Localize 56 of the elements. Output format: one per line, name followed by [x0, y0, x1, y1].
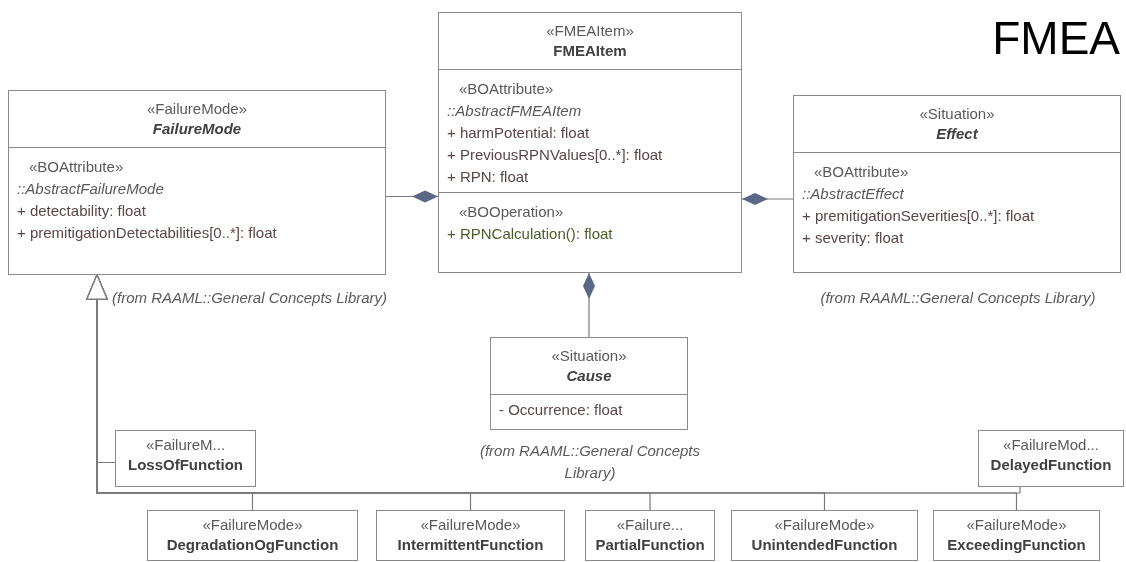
attribute-text: + premitigationSeverities[0..*]: float	[802, 206, 1036, 226]
stereotype-text: «FailureMode»	[965, 515, 1068, 535]
composition-connector	[385, 190, 439, 203]
stereotype-text: «Situation»	[550, 346, 628, 366]
section-stereotype: «BOOperation»	[458, 202, 565, 222]
stereotype-text: «FMEAItem»	[545, 21, 635, 41]
section-stereotype: «BOAttribute»	[28, 157, 125, 177]
class-box	[115, 430, 256, 487]
section-stereotype: «BOAttribute»	[813, 162, 910, 182]
class-box	[147, 510, 358, 561]
abstract-type: ::AbstractFMEAItem	[447, 101, 583, 121]
class-name: Effect	[935, 124, 980, 144]
class-box	[490, 337, 688, 430]
package-note: (from RAAML::General Concepts Library)	[478, 441, 702, 483]
class-name: UnintendedFunction	[750, 535, 899, 555]
stereotype-text: «FailureMode»	[419, 515, 522, 535]
stereotype-text: «FailureMode»	[773, 515, 876, 535]
attribute-text: + harmPotential: float	[447, 123, 591, 143]
class-name: DegradationOgFunction	[165, 535, 340, 555]
stereotype-text: «FailureMode»	[145, 99, 249, 119]
class-name: Cause	[565, 366, 613, 386]
class-name: FMEAItem	[552, 41, 628, 61]
attribute-text: + premitigationDetectabilities[0..*]: float	[17, 223, 278, 243]
class-box	[731, 510, 918, 561]
package-note: (from RAAML::General Concepts Library)	[112, 288, 389, 308]
attribute-text: - Occurrence: float	[499, 400, 624, 420]
composition-connector	[583, 272, 595, 338]
stereotype-text: «Failure...	[615, 515, 685, 535]
class-name: ExceedingFunction	[946, 535, 1087, 555]
class-box	[793, 95, 1121, 273]
operation-text: + RPNCalculation(): float	[447, 224, 614, 244]
class-box	[8, 90, 386, 275]
composition-connector	[741, 193, 794, 205]
class-name: FailureMode	[151, 119, 243, 139]
class-box	[585, 510, 715, 561]
title: FMEA	[992, 11, 1120, 66]
section-stereotype: «BOAttribute»	[458, 79, 555, 99]
attribute-text: + RPN: float	[447, 167, 530, 187]
class-box	[933, 510, 1100, 561]
attribute-text: + severity: float	[802, 228, 905, 248]
class-name: LossOfFunction	[127, 455, 244, 475]
stereotype-text: «Situation»	[918, 104, 996, 124]
class-box	[438, 12, 742, 273]
package-note: (from RAAML::General Concepts Library)	[819, 288, 1097, 308]
attribute-text: + detectability: float	[17, 201, 147, 221]
attribute-text: + PreviousRPNValues[0..*]: float	[447, 145, 664, 165]
class-name: PartialFunction	[594, 535, 706, 555]
stereotype-text: «FailureM...	[144, 435, 227, 455]
abstract-type: ::AbstractFailureMode	[17, 179, 165, 199]
class-box	[376, 510, 565, 561]
stereotype-text: «FailureMod...	[1002, 435, 1100, 455]
class-name: IntermittentFunction	[396, 535, 545, 555]
class-box	[978, 430, 1124, 487]
abstract-type: ::AbstractEffect	[802, 184, 905, 204]
stereotype-text: «FailureMode»	[201, 515, 304, 535]
class-name: DelayedFunction	[989, 455, 1113, 475]
